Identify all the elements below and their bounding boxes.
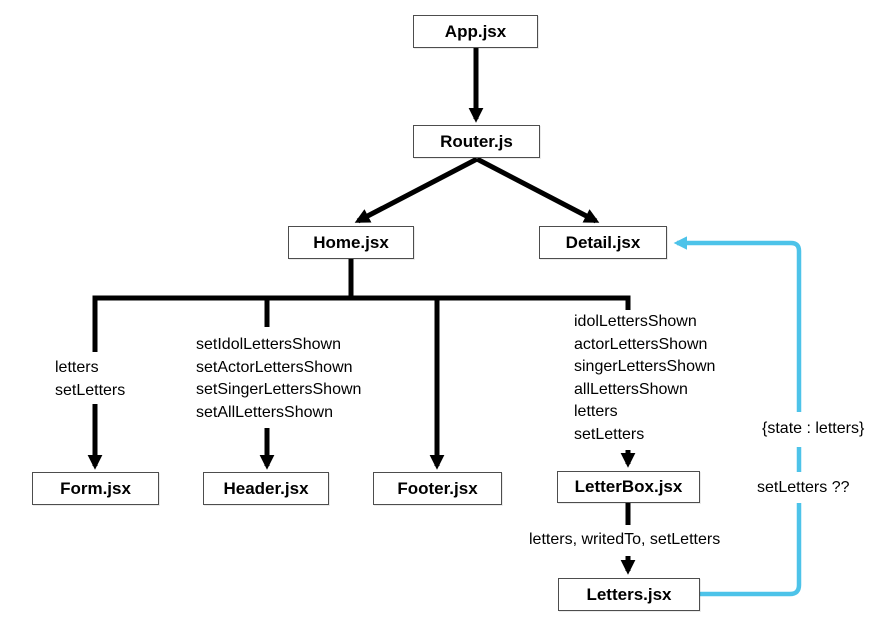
node-label: Header.jsx [223, 478, 309, 498]
node-form-jsx: Form.jsx [32, 472, 159, 505]
node-label: LetterBox.jsx [574, 477, 683, 496]
prop-label: letters [55, 359, 99, 376]
prop-label: allLettersShown [574, 380, 688, 398]
edge-router-to-detail [475, 156, 600, 224]
props-home-to-form: letters setLetters [55, 357, 125, 402]
prop-label: setLetters [574, 425, 645, 443]
props-home-to-letterbox: idolLettersShown actorLettersShown singe… [574, 311, 715, 446]
node-footer-jsx: Footer.jsx [373, 472, 502, 505]
node-router-js: Router.js [413, 125, 540, 158]
node-letters-jsx: Letters.jsx [558, 578, 700, 611]
prop-label: letters, writedTo, setLetters [529, 531, 721, 548]
node-label: Letters.jsx [586, 584, 672, 604]
node-label: Home.jsx [313, 232, 389, 252]
node-letterbox-jsx: LetterBox.jsx [557, 471, 700, 503]
prop-label: actorLettersShown [574, 335, 708, 353]
feedback-state-label: {state : letters} [762, 418, 864, 441]
node-label: Router.js [440, 131, 513, 151]
edge-router-to-home [354, 156, 479, 224]
node-app-jsx: App.jsx [413, 15, 538, 48]
prop-label: idolLettersShown [574, 313, 697, 330]
prop-label: setSingerLettersShown [196, 381, 362, 398]
props-home-to-header: setIdolLettersShown setActorLettersShown… [196, 334, 361, 424]
prop-label: setActorLettersShown [196, 358, 353, 376]
node-detail-jsx: Detail.jsx [539, 226, 667, 259]
feedback-line-bottom [700, 503, 802, 597]
prop-label: setIdolLettersShown [196, 336, 341, 353]
node-header-jsx: Header.jsx [203, 472, 329, 505]
node-label: Detail.jsx [565, 232, 641, 252]
prop-label: setLetters [55, 381, 126, 399]
feedback-setletters-label: setLetters ?? [757, 477, 850, 500]
node-label: App.jsx [444, 21, 507, 41]
props-letterbox-to-letters: letters, writedTo, setLetters [529, 529, 720, 552]
edge-home-children-bar [92, 295, 631, 352]
node-label: Footer.jsx [397, 478, 478, 498]
node-home-jsx: Home.jsx [288, 226, 414, 259]
prop-label: setLetters ?? [757, 479, 850, 496]
prop-label: setAllLettersShown [196, 403, 333, 421]
prop-label: singerLettersShown [574, 358, 716, 375]
prop-label: letters [574, 403, 618, 420]
feedback-arrow-to-detail [673, 236, 802, 412]
node-label: Form.jsx [60, 478, 131, 498]
prop-label: {state : letters} [762, 420, 865, 437]
